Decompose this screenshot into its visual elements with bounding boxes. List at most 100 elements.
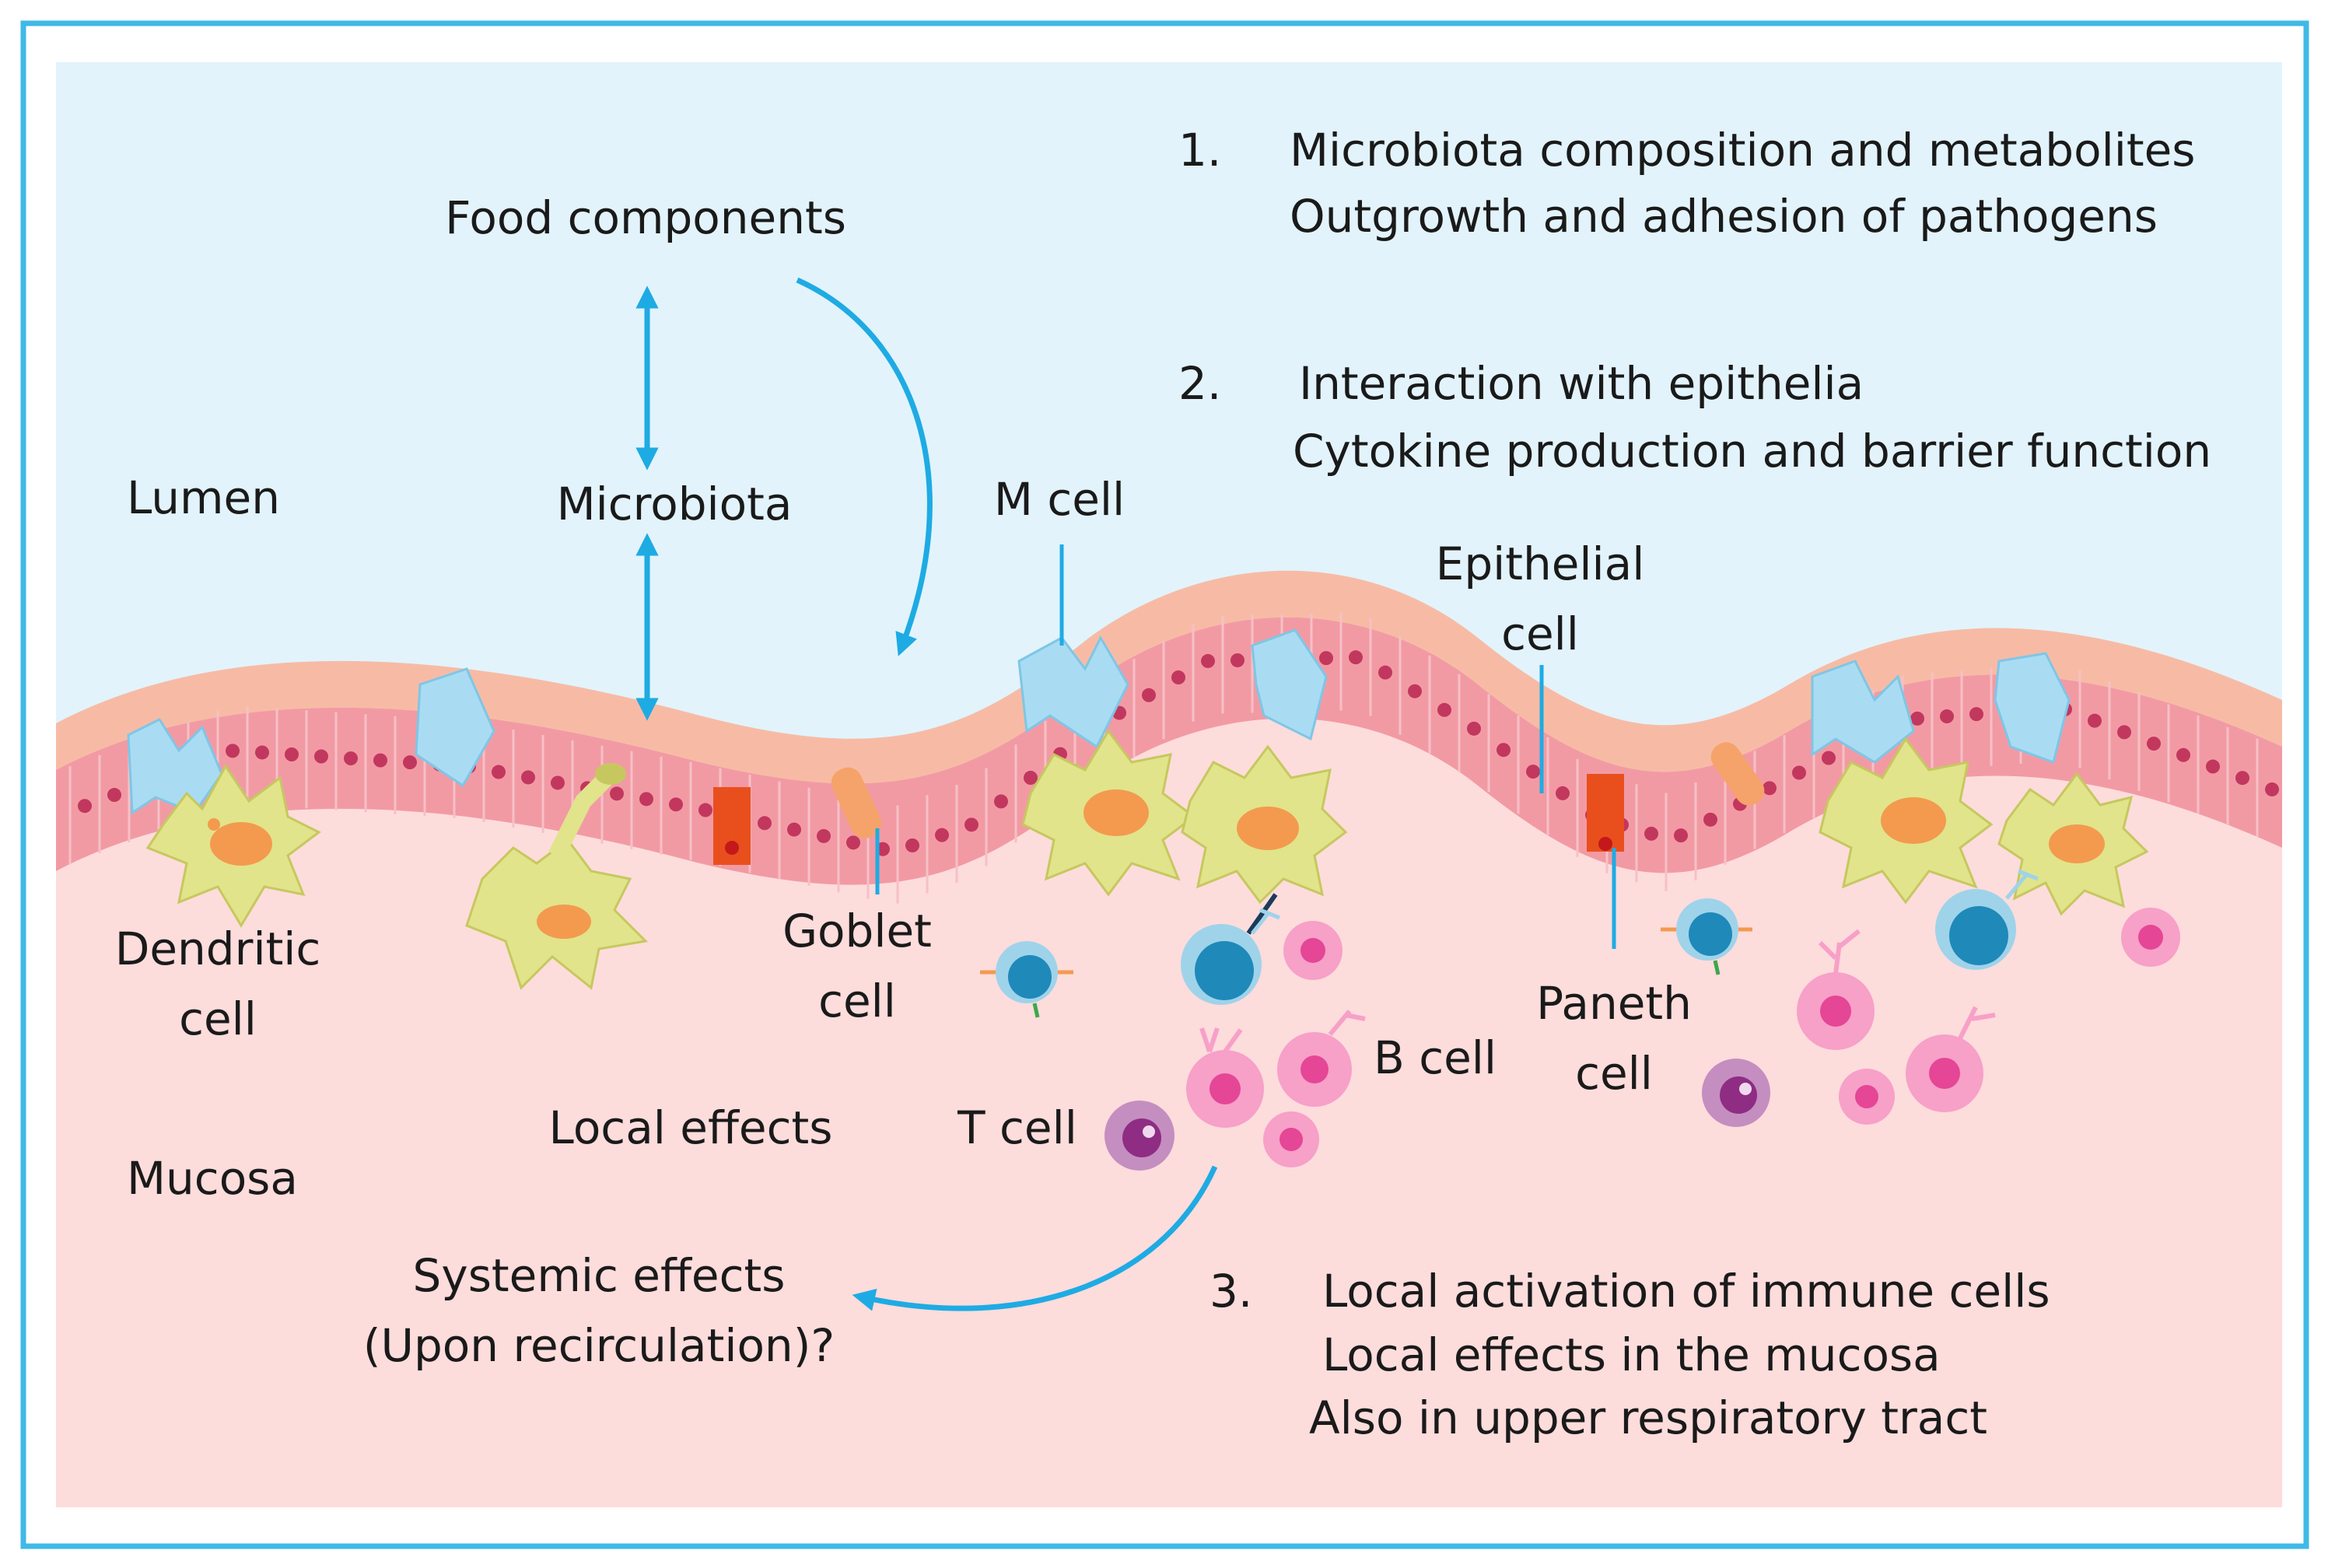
point-3-number: 3.	[1210, 1265, 1252, 1318]
b-cell-shape	[1839, 1069, 1895, 1125]
blue-cell-shape	[980, 941, 1073, 1018]
epithelial-nucleus	[935, 828, 949, 842]
epithelial-nucleus	[994, 794, 1008, 809]
epithelial-nucleus	[285, 747, 299, 761]
epithelial-nucleus	[403, 755, 417, 770]
dendritic-cell-shape	[145, 764, 321, 928]
b-cell-shape	[2121, 908, 2180, 967]
b-cell-shape	[1906, 1006, 1996, 1112]
epithelial-nucleus	[2265, 782, 2279, 796]
epithelial-nucleus	[492, 765, 506, 779]
numbered-points: 1. Microbiota composition and metabolite…	[1178, 124, 2211, 1444]
epithelial-cell-label-line1: Epithelial	[1436, 537, 1645, 590]
dendritic-cell-shape	[1819, 737, 1994, 905]
epithelial-nucleus	[344, 751, 358, 766]
epithelial-nucleus	[551, 775, 565, 790]
paneth-cell-label-line2: cell	[1575, 1047, 1653, 1100]
epithelial-nucleus	[226, 744, 240, 758]
epithelial-nucleus	[1969, 707, 1983, 722]
epithelial-nucleus	[107, 788, 121, 803]
b-cell-shape	[1263, 1111, 1319, 1167]
epithelial-nucleus	[1349, 650, 1363, 665]
dendritic-cell-shape	[1181, 744, 1348, 905]
goblet-cell-label-line1: Goblet	[782, 905, 932, 957]
epithelial-nucleus	[78, 799, 92, 814]
epithelial-nucleus	[1319, 651, 1333, 666]
blue-cell-shape	[1935, 869, 2039, 970]
arrows	[635, 277, 1218, 1311]
epithelial-nucleus	[2147, 737, 2161, 751]
epithelial-nucleus	[787, 822, 801, 837]
epithelial-nucleus	[1467, 721, 1481, 736]
epithelial-nucleus	[1674, 828, 1688, 843]
lumen-label: Lumen	[127, 471, 280, 524]
point-3-line: Local effects in the mucosa	[1322, 1328, 1941, 1381]
epithelial-nucleus	[1703, 812, 1717, 827]
b-cell-shape	[1186, 1027, 1264, 1128]
dendritic-cell-shape	[465, 763, 649, 990]
labels: Lumen Mucosa Food components Microbiota …	[115, 191, 1692, 1372]
blue-cell-shape	[1181, 893, 1280, 1005]
local-effects-label: Local effects	[549, 1101, 833, 1154]
epithelial-nucleus	[1171, 670, 1185, 684]
goblet-cell-shape	[831, 767, 882, 838]
epithelial-cell-label-line2: cell	[1501, 607, 1579, 660]
t-cell-shape	[1104, 1101, 1175, 1171]
point-2-number: 2.	[1178, 357, 1221, 410]
dendritic-cell-shape	[1021, 729, 1196, 897]
point-2-line: Cytokine production and barrier function	[1293, 425, 2211, 478]
m-cell-shape	[1017, 635, 1129, 749]
epithelial-nucleus	[698, 803, 712, 817]
dendritic-cells	[145, 729, 2149, 990]
epithelial-nucleus	[1556, 786, 1570, 800]
m-cell-shape	[1811, 660, 1915, 764]
point-3-title: Local activation of immune cells	[1322, 1265, 2050, 1318]
epithelial-nucleus	[1822, 751, 1836, 765]
epithelial-nucleus	[817, 828, 831, 843]
epithelial-nucleus	[1644, 826, 1658, 841]
mucosa-label: Mucosa	[127, 1152, 298, 1205]
epithelial-nucleus	[1437, 702, 1451, 717]
curved-arrow-icon	[796, 277, 933, 656]
epithelial-nucleus	[905, 838, 919, 852]
systemic-effects-label-line1: Systemic effects	[413, 1249, 786, 1302]
epithelial-nucleus	[1763, 781, 1777, 796]
epithelial-nucleus	[1408, 684, 1422, 698]
blue-immune-cells	[980, 869, 2039, 1018]
food-components-label: Food components	[445, 191, 846, 244]
m-cells	[127, 628, 2071, 815]
point-1-title: Microbiota composition and metabolites	[1290, 124, 2195, 177]
point-2-title: Interaction with epithelia	[1299, 357, 1864, 410]
epithelial-nucleus	[1497, 743, 1511, 758]
epithelial-nucleus	[1378, 665, 1392, 680]
t-cell-shape	[1702, 1059, 1770, 1127]
point-1-line: Outgrowth and adhesion of pathogens	[1290, 190, 2158, 243]
epithelial-nucleus	[964, 817, 978, 832]
dendritic-cell-label-line2: cell	[179, 992, 257, 1045]
epithelial-nucleus	[255, 745, 269, 760]
epithelial-nucleus	[2235, 771, 2249, 786]
epithelial-nucleus	[758, 816, 772, 831]
epithelial-nucleus	[1142, 688, 1156, 702]
epithelial-nucleus	[1910, 711, 1924, 726]
systemic-effects-label-line2: (Upon recirculation)?	[363, 1319, 835, 1372]
b-cells	[1186, 908, 2180, 1167]
pointer-lines	[875, 544, 1616, 949]
microbiota-label: Microbiota	[557, 478, 793, 530]
m-cell-shape	[1994, 652, 2071, 764]
goblet-cell-label-line2: cell	[818, 975, 896, 1027]
epithelial-nucleus	[314, 749, 328, 764]
epithelial-nucleus	[610, 786, 624, 801]
epithelial-nucleus	[846, 835, 860, 850]
blue-cell-shape	[1661, 898, 1752, 975]
point-1-number: 1.	[1178, 124, 1221, 177]
paneth-cell-label-line1: Paneth	[1536, 977, 1692, 1030]
epithelial-nucleus	[521, 770, 535, 785]
m-cell-label: M cell	[994, 473, 1125, 526]
epithelial-nucleus	[1792, 765, 1806, 780]
epithelial-nucleus	[373, 753, 387, 768]
dendritic-cell-label-line1: Dendritic	[115, 922, 321, 975]
epithelium-top-layer	[56, 570, 2282, 784]
epithelial-nucleus	[1024, 771, 1038, 785]
